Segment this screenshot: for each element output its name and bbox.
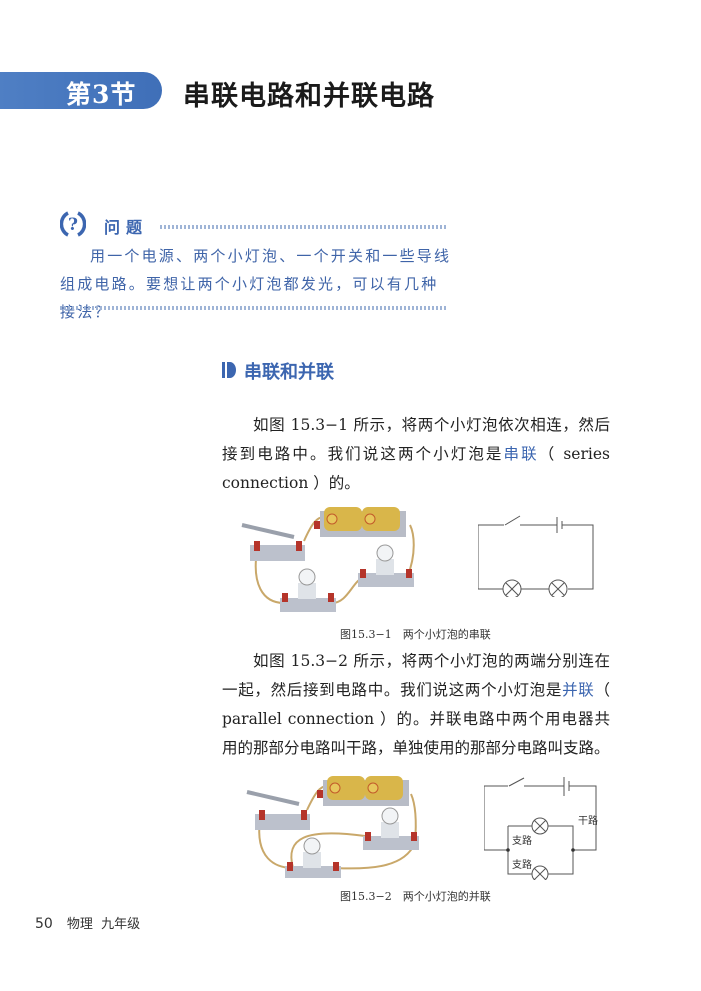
subsection-title: 串联和并联 bbox=[244, 362, 334, 383]
term-parallel: 并联 bbox=[562, 681, 595, 699]
paragraph-text: 如图 15.3−2 所示，将两个小灯泡的两端分别连在一起，然后接到电路中。我们说… bbox=[222, 652, 610, 699]
paragraph-parallel: 如图 15.3−2 所示，将两个小灯泡的两端分别连在一起，然后接到电路中。我们说… bbox=[222, 647, 610, 763]
question-mark-icon: ? bbox=[60, 211, 86, 237]
figure2-caption: 图15.3−2 两个小灯泡的并联 bbox=[340, 890, 491, 903]
footer-grade: 九年级 bbox=[101, 917, 141, 932]
section-tab bbox=[0, 72, 162, 109]
section-number: 第3节 bbox=[66, 80, 137, 109]
paragraph-text: 如图 15.3−1 所示，将两个小灯泡依次相连，然后接到电路中。我们说这两个小灯… bbox=[222, 416, 610, 463]
paragraph-text: （ series connection ）的。 bbox=[222, 445, 610, 492]
term-series: 串联 bbox=[503, 445, 539, 463]
question-text: 用一个电源、两个小灯泡、一个开关和一些导线组成电路。要想让两个小灯泡都发光，可以… bbox=[60, 242, 452, 326]
paragraph-series: 如图 15.3−1 所示，将两个小灯泡依次相连，然后接到电路中。我们说这两个小灯… bbox=[222, 411, 610, 498]
question-label: 问题 bbox=[104, 218, 149, 237]
footer-subject: 物理 bbox=[66, 917, 93, 932]
paragraph-text: （ parallel connection ）的。并联电路中两个用电器共用的那部… bbox=[222, 681, 610, 757]
label-branch-1: 支路 bbox=[512, 836, 532, 847]
wavy-divider bbox=[160, 225, 448, 229]
page-footer: 50 物理 九年级 bbox=[35, 913, 140, 932]
label-branch-2: 支路 bbox=[512, 860, 532, 871]
series-circuit-diagram bbox=[478, 515, 594, 597]
parallel-circuit-photo bbox=[246, 776, 419, 878]
svg-text:?: ? bbox=[68, 215, 78, 235]
series-circuit-photo bbox=[241, 507, 415, 612]
question-paragraph: 用一个电源、两个小灯泡、一个开关和一些导线组成电路。要想让两个小灯泡都发光，可以… bbox=[60, 247, 452, 321]
figure1-caption: 图15.3−1 两个小灯泡的串联 bbox=[340, 628, 491, 641]
wavy-divider bbox=[60, 306, 448, 310]
parallel-circuit-diagram bbox=[484, 777, 597, 880]
section-marker-icon bbox=[222, 362, 236, 378]
section-title: 串联电路和并联电路 bbox=[183, 81, 435, 112]
page-number: 50 bbox=[35, 916, 53, 932]
label-main-circuit: 干路 bbox=[578, 816, 598, 827]
